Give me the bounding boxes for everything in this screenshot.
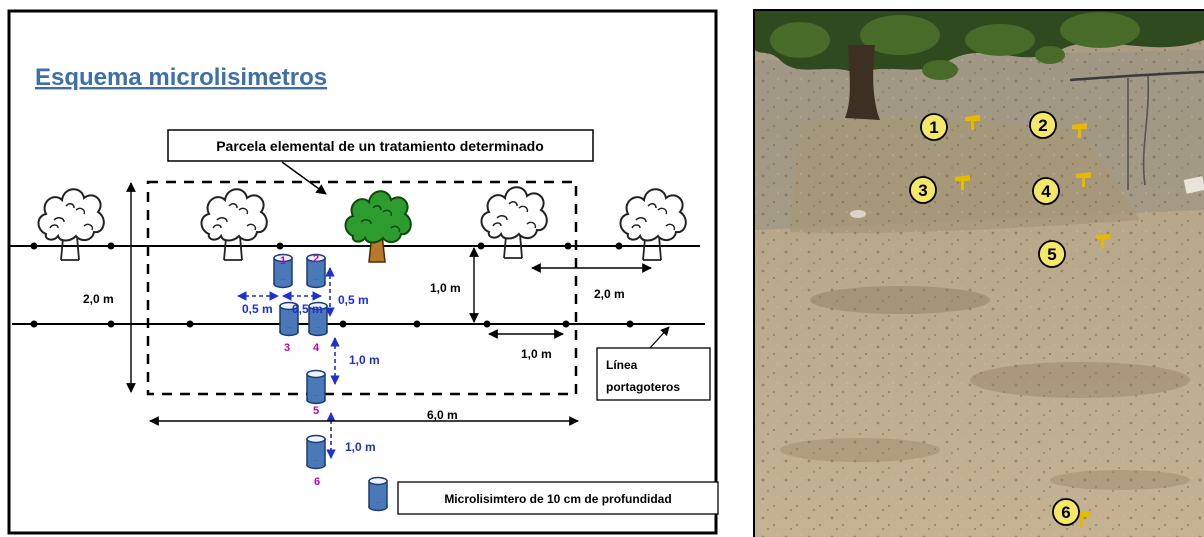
field-photo xyxy=(755,11,1204,537)
legend-box xyxy=(397,481,719,515)
dripper-dot-icon xyxy=(339,320,347,328)
photo-marker-label: 2 xyxy=(1038,116,1047,135)
elementary-plot-outline xyxy=(146,180,578,396)
dripper-dot-icon xyxy=(626,320,634,328)
plot-label-arrow xyxy=(281,161,327,195)
legend-label: Microlisimtero de 10 cm de profundidad xyxy=(444,492,671,506)
lysimeter-number: 3 xyxy=(284,342,290,354)
dripper-dot-icon xyxy=(186,320,194,328)
plot-label: Parcela elemental de un tratamiento dete… xyxy=(216,138,544,154)
lysimeter-number: 1 xyxy=(280,255,286,267)
lysimeter-number: 5 xyxy=(313,405,319,417)
drip-pipe xyxy=(1069,70,1204,82)
marker-circle xyxy=(1029,111,1057,139)
lysimeter-number: 2 xyxy=(313,253,319,265)
tree-green-icon xyxy=(344,190,412,263)
dripper-dot-icon xyxy=(413,320,421,328)
dripper-dot-icon xyxy=(30,320,38,328)
dim-label: 1,0 m xyxy=(349,353,380,367)
drippers-upper xyxy=(30,242,623,250)
dripper-dot-icon xyxy=(615,242,623,250)
photo-marker-label: 3 xyxy=(918,181,927,200)
dripper-dot-icon xyxy=(562,320,570,328)
marker-circle xyxy=(1038,240,1066,268)
marker-circle xyxy=(1032,177,1060,205)
dim-label: 2,0 m xyxy=(594,287,625,301)
lysimeter-number: 4 xyxy=(313,342,320,354)
dim-label: 0,5 m xyxy=(338,293,369,307)
dripper-dot-icon xyxy=(477,242,485,250)
yellow-stake-icon xyxy=(1076,172,1091,187)
marker-circle xyxy=(909,176,937,204)
drip-line-label-arrow xyxy=(649,326,670,349)
photo-marker-label: 6 xyxy=(1061,503,1070,522)
drip-line-label: portagoteros xyxy=(606,380,680,394)
dripper-dot-icon xyxy=(276,242,284,250)
dim-label: 6,0 m xyxy=(427,408,458,422)
page-title: Esquema microlisimetros xyxy=(35,64,327,91)
drippers-lower xyxy=(30,320,634,328)
dim-label: 1,0 m xyxy=(521,347,552,361)
dripper-dot-icon xyxy=(483,320,491,328)
dripper-dot-icon xyxy=(107,320,115,328)
lysimeter-number: 6 xyxy=(314,476,320,488)
drip-line-label-box xyxy=(596,347,711,401)
dripper-dot-icon xyxy=(30,242,38,250)
dim-label: 2,0 m xyxy=(83,292,114,306)
drip-line-label: Línea xyxy=(606,358,638,372)
photo-marker-label: 5 xyxy=(1047,245,1056,264)
dim-label: 0,5 m xyxy=(292,302,323,316)
yellow-stake-icon xyxy=(965,115,980,130)
photo-marker-label: 4 xyxy=(1041,182,1051,201)
dim-label: 1,0 m xyxy=(430,281,461,295)
yellow-stake-icon xyxy=(1096,234,1110,248)
dim-label: 1,0 m xyxy=(345,440,376,454)
plot-label-box xyxy=(167,129,594,162)
marker-circle xyxy=(920,113,948,141)
dripper-dot-icon xyxy=(564,242,572,250)
yellow-stake-icon xyxy=(1072,123,1087,138)
tree-trunk xyxy=(845,45,880,120)
dim-label: 0,5 m xyxy=(242,302,273,316)
photo-marker-label: 1 xyxy=(929,118,938,137)
yellow-stake-icon xyxy=(955,175,970,190)
marker-circle xyxy=(1052,498,1080,526)
dripper-dot-icon xyxy=(107,242,115,250)
